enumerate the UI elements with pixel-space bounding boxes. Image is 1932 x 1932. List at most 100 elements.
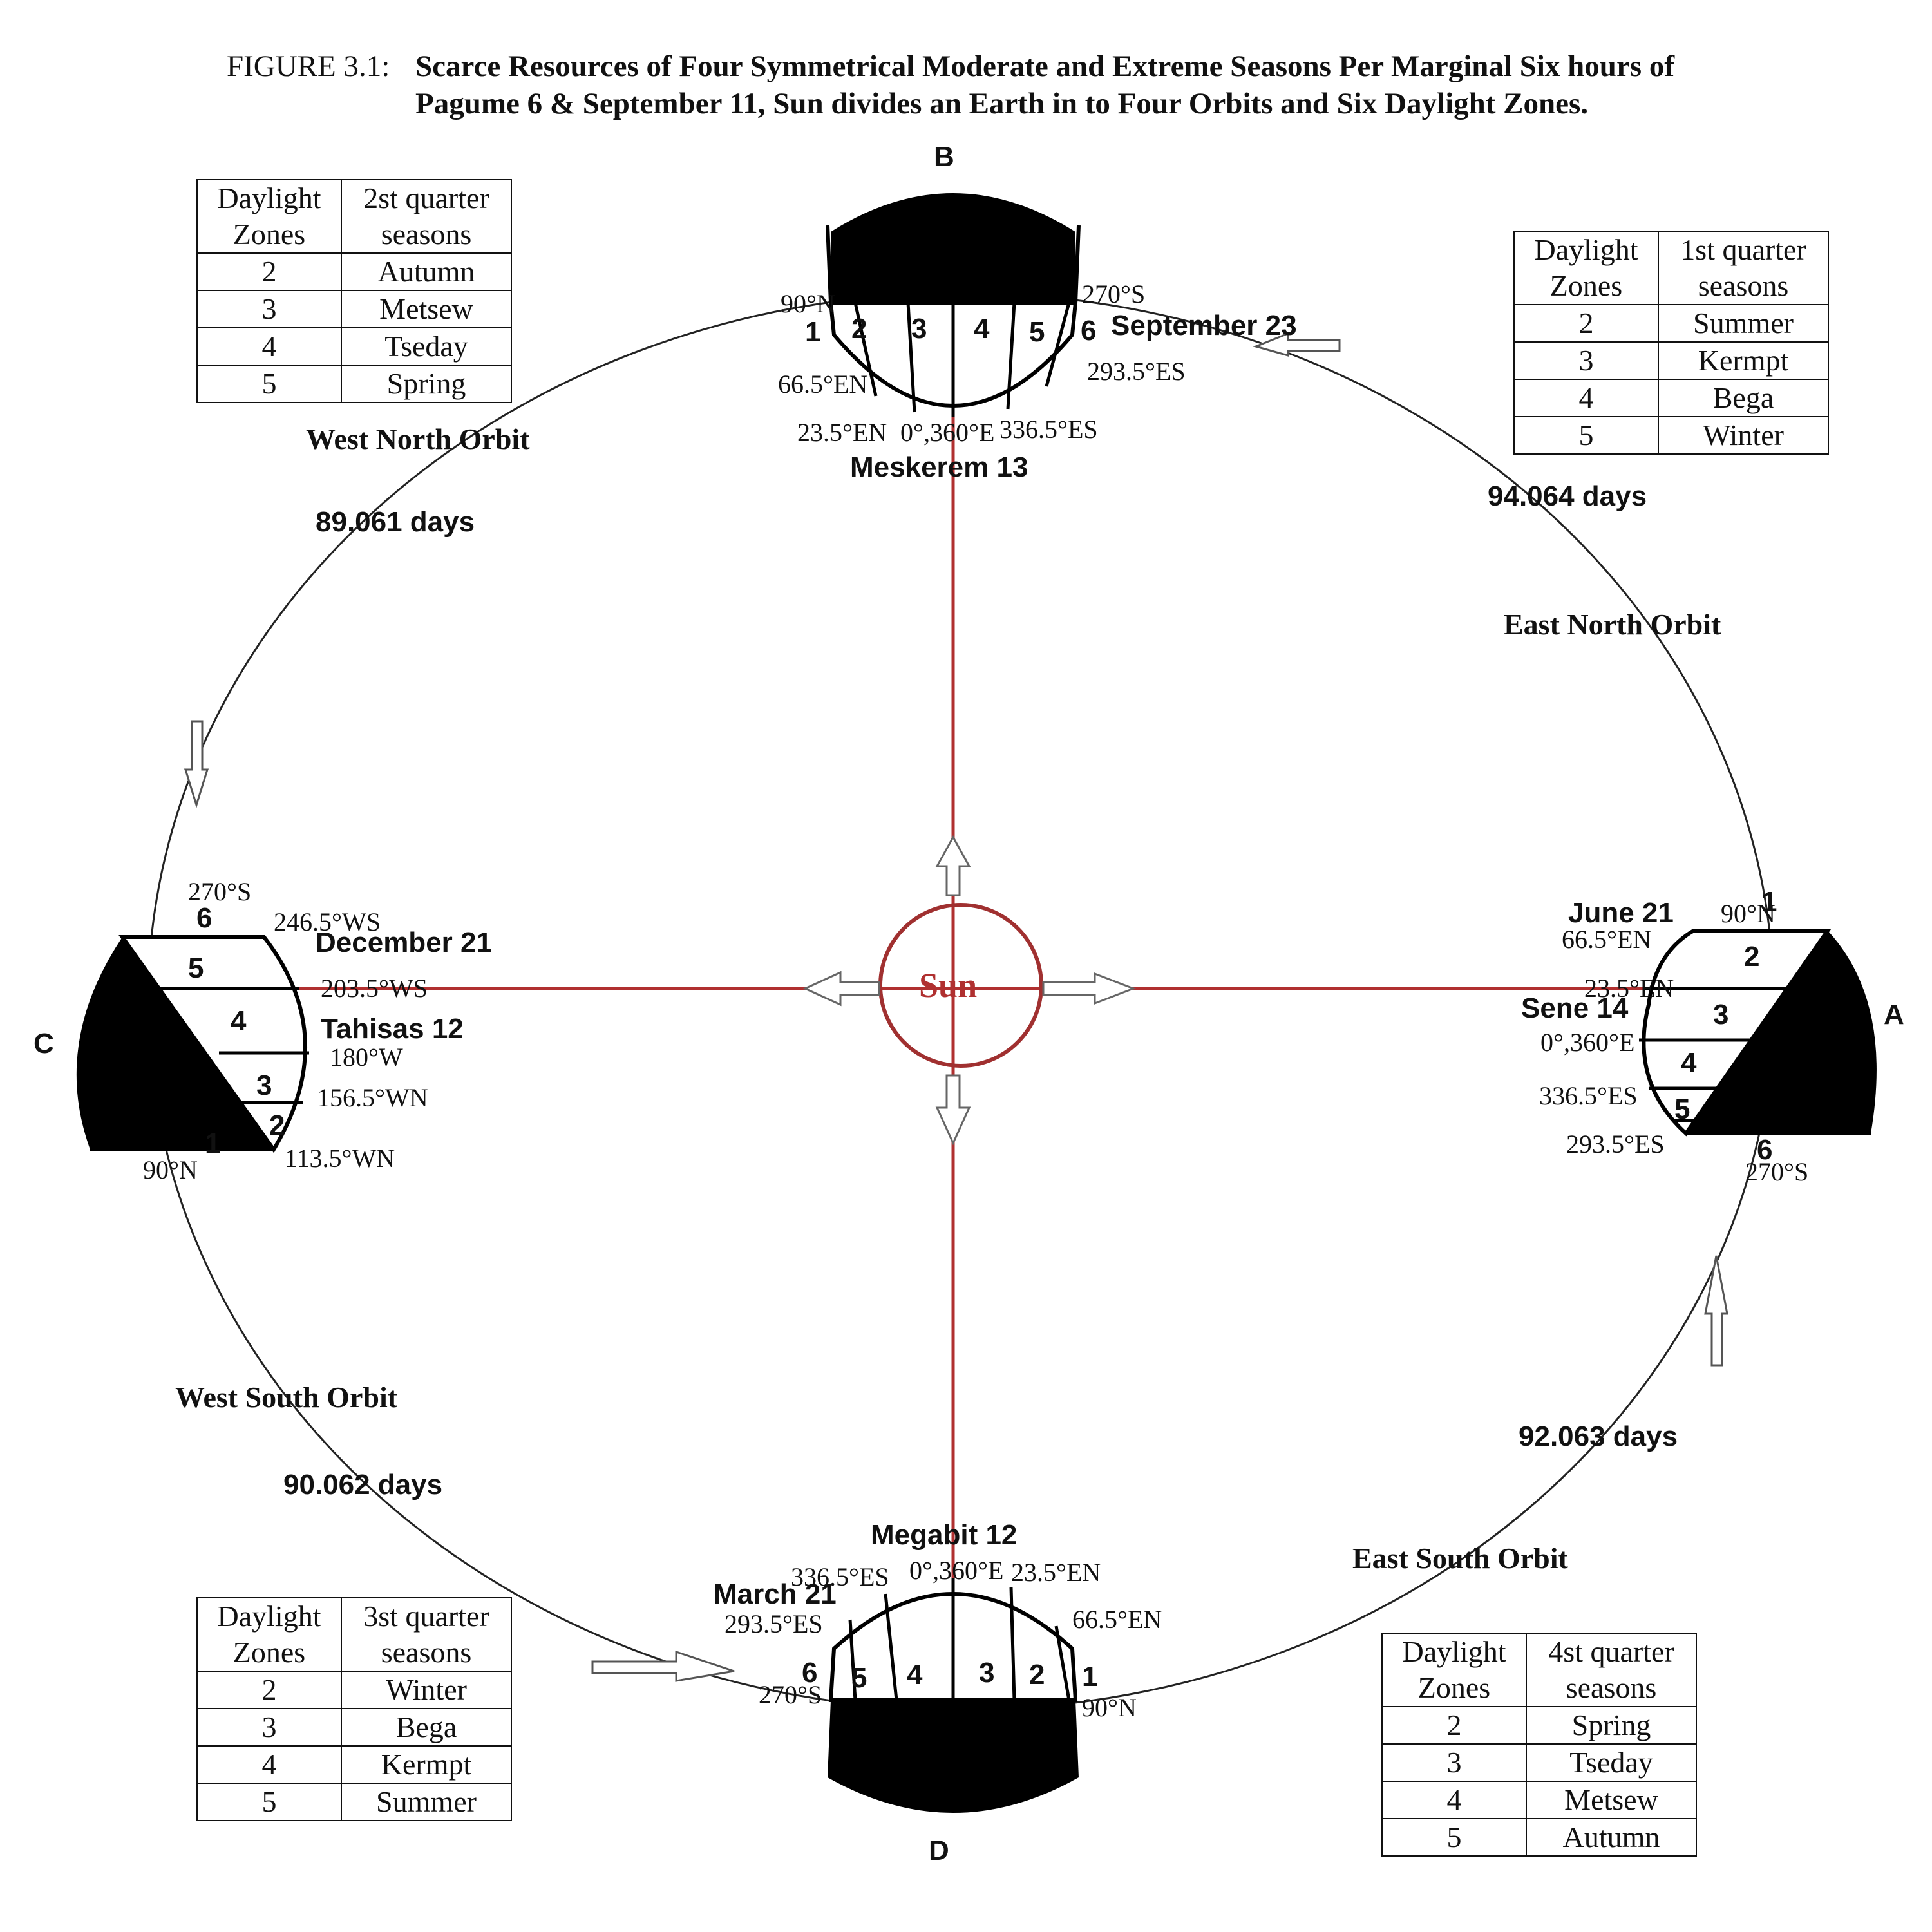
table-cell: 4 <box>196 1745 342 1784</box>
figure-title-line1: Scarce Resources of Four Symmetrical Mod… <box>415 50 1675 83</box>
earth-b-23-5en: 23.5°EN <box>797 418 887 447</box>
earth-c-zone-5: 5 <box>188 952 204 984</box>
earth-d <box>828 1578 1079 1813</box>
arrow-right-icon <box>1042 972 1137 1005</box>
orbit-east-south: East South Orbit <box>1352 1542 1569 1575</box>
table-header-seasons: 3st quarter seasons <box>341 1597 512 1672</box>
earth-d-66-5en: 66.5°EN <box>1072 1605 1162 1634</box>
earth-b-66-5en: 66.5°EN <box>778 370 867 399</box>
date-meskerem-13: Meskerem 13 <box>850 451 1028 483</box>
days-west-south: 90.062 days <box>283 1469 442 1501</box>
table-cell: 5 <box>196 1783 342 1821</box>
figure-prefix: FIGURE 3.1: <box>227 50 390 83</box>
orbit-arrows <box>184 332 1728 1682</box>
earth-c-zone-3: 3 <box>256 1070 272 1101</box>
earth-b-90n: 90°N <box>781 289 835 318</box>
earth-c-180w: 180°W <box>330 1043 403 1072</box>
table-cell: 3 <box>196 290 342 328</box>
earth-b-270s: 270°S <box>1082 279 1145 308</box>
earth-c-zone-2: 2 <box>269 1110 285 1141</box>
table-cell: 5 <box>196 365 342 403</box>
earth-a-336-5es: 336.5°ES <box>1539 1081 1638 1110</box>
earth-c-246-5ws: 246.5°WS <box>274 907 381 936</box>
table-cell: 3 <box>196 1708 342 1747</box>
point-b-label: B <box>934 141 954 173</box>
earth-d-zone-4: 4 <box>907 1659 923 1690</box>
point-d-label: D <box>929 1835 949 1866</box>
table-cell: Kermpt <box>1658 341 1829 380</box>
sun-circle <box>878 903 1043 1068</box>
earth-c-zone-6: 6 <box>196 902 212 934</box>
days-east-south: 92.063 days <box>1519 1421 1678 1452</box>
earth-d-293-5es: 293.5°ES <box>724 1609 823 1638</box>
earth-b <box>826 193 1081 417</box>
earth-a <box>1639 929 1877 1137</box>
earth-b-0-360e: 0°,360°E <box>900 418 994 447</box>
earth-c-156-5wn: 156.5°WN <box>317 1083 428 1112</box>
table-cell: 2 <box>1381 1706 1527 1745</box>
figure-title-line2: Pagume 6 & September 11, Sun divides an … <box>415 87 1588 120</box>
table-header-zones: Daylight Zones <box>1381 1633 1527 1707</box>
table-cell: Summer <box>341 1783 512 1821</box>
table-cell: 5 <box>1381 1818 1527 1857</box>
table-cell: Spring <box>1526 1706 1697 1745</box>
earth-a-zone-5: 5 <box>1674 1094 1690 1125</box>
earth-a-270s: 270°S <box>1745 1157 1808 1186</box>
table-cell: Tseday <box>341 327 512 366</box>
earth-d-336-5es: 336.5°ES <box>791 1562 889 1591</box>
earth-d-90n: 90°N <box>1082 1693 1137 1722</box>
table-cell: 4 <box>1513 379 1659 417</box>
earth-a-zone-3: 3 <box>1713 999 1728 1030</box>
earth-b-zone-4: 4 <box>974 313 990 345</box>
table-cell: Bega <box>1658 379 1829 417</box>
earth-c-zone-4: 4 <box>231 1005 247 1037</box>
table-cell: Kermpt <box>341 1745 512 1784</box>
orbit-arrow-up-icon <box>1704 1255 1728 1367</box>
earth-c-zone-1: 1 <box>205 1128 220 1159</box>
table-cell: 3 <box>1381 1743 1527 1782</box>
days-west-north: 89.061 days <box>316 506 475 538</box>
earth-b-zone-5: 5 <box>1029 316 1045 348</box>
days-east-north: 94.064 days <box>1488 480 1647 512</box>
earth-a-66-5en: 66.5°EN <box>1562 925 1651 954</box>
table-cell: Spring <box>341 365 512 403</box>
earth-a-zone-1: 1 <box>1761 886 1777 918</box>
orbit-arrow-left-icon <box>1253 332 1341 357</box>
table-cell: Tseday <box>1526 1743 1697 1782</box>
earth-a-zone-2: 2 <box>1744 941 1759 972</box>
date-megabit-12: Megabit 12 <box>871 1519 1017 1551</box>
table-cell: 2 <box>196 252 342 291</box>
table-cell: 3 <box>1513 341 1659 380</box>
earth-c <box>76 935 309 1153</box>
orbit-west-north: West North Orbit <box>306 422 530 455</box>
earth-b-zone-6: 6 <box>1081 315 1096 346</box>
table-cell: 5 <box>1513 416 1659 455</box>
point-a-label: A <box>1884 999 1904 1030</box>
earth-a-23-5en: 23.5°EN <box>1584 974 1674 1003</box>
table-cell: 4 <box>196 327 342 366</box>
earth-d-270s: 270°S <box>759 1680 822 1709</box>
arrow-left-icon <box>802 971 880 1007</box>
date-march-21: March 21 <box>714 1578 837 1610</box>
table-cell: Bega <box>341 1708 512 1747</box>
point-c-label: C <box>33 1028 54 1059</box>
table-cell: Metsew <box>341 290 512 328</box>
table-header-seasons: 2st quarter seasons <box>341 179 512 254</box>
earth-c-270s: 270°S <box>188 877 251 906</box>
earth-d-zone-1: 1 <box>1082 1661 1097 1692</box>
earth-a-0-360e: 0°,360°E <box>1540 1028 1634 1057</box>
table-cell: Winter <box>341 1671 512 1709</box>
earth-d-23-5en: 23.5°EN <box>1011 1558 1101 1587</box>
earth-a-293-5es: 293.5°ES <box>1566 1130 1665 1159</box>
table-header-zones: Daylight Zones <box>196 179 342 254</box>
table-header-seasons: 4st quarter seasons <box>1526 1633 1697 1707</box>
orbit-arrow-down-icon <box>184 720 209 809</box>
date-sene-14: Sene 14 <box>1521 992 1629 1024</box>
earth-d-zone-2: 2 <box>1029 1659 1045 1690</box>
table-header-seasons: 1st quarter seasons <box>1658 231 1829 305</box>
table-cell: Autumn <box>1526 1818 1697 1857</box>
